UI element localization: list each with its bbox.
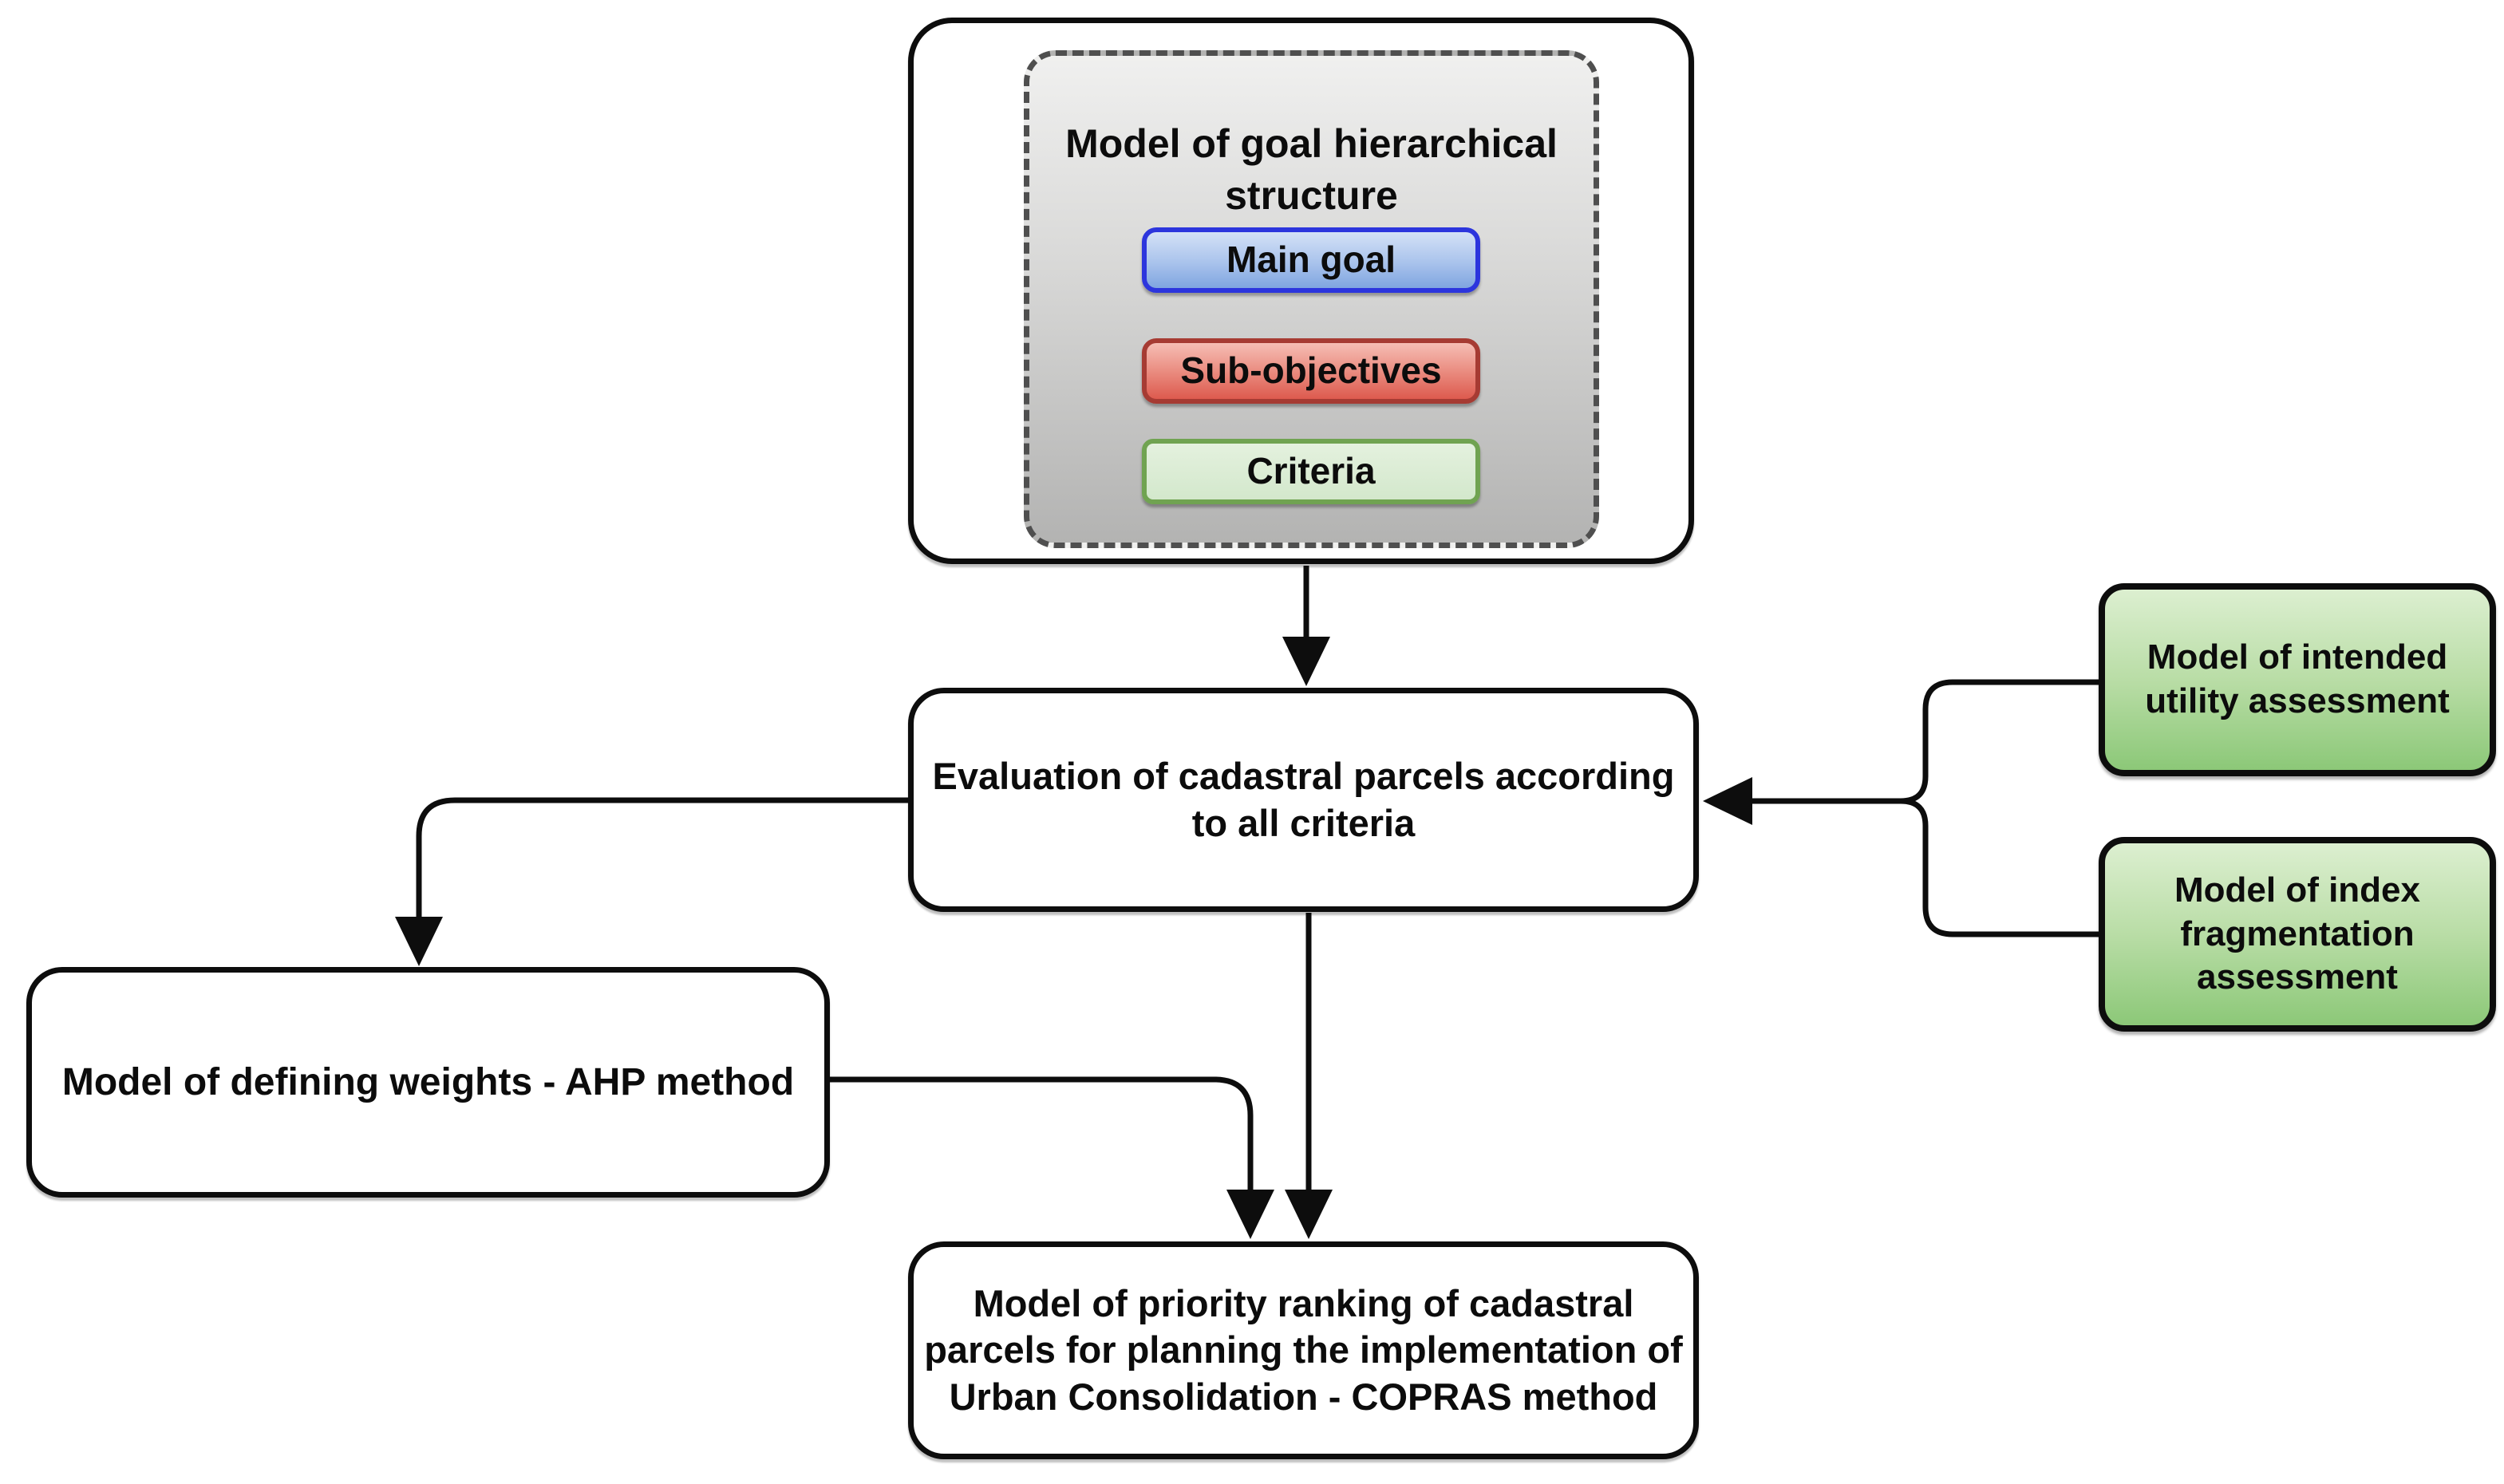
ahp-box: Model of defining weights - AHP method bbox=[26, 967, 830, 1198]
main-goal-box: Main goal bbox=[1142, 227, 1480, 293]
goal-hierarchy-panel: Model of goal hierarchical structure Mai… bbox=[1024, 50, 1599, 548]
fragmentation-assessment-box: Model of index fragmentation assessment bbox=[2099, 837, 2496, 1032]
utility-assessment-label: Model of intended utility assessment bbox=[2145, 637, 2450, 720]
bracket-utility-connector bbox=[1900, 679, 2100, 804]
goal-hierarchy-title: Model of goal hierarchical structure bbox=[1065, 121, 1558, 218]
criteria-box: Criteria bbox=[1142, 439, 1480, 504]
main-goal-label: Main goal bbox=[1226, 239, 1396, 281]
arrow-evaluation-to-ahp bbox=[395, 797, 908, 966]
evaluation-label: Evaluation of cadastral parcels accordin… bbox=[932, 755, 1675, 844]
bracket-fragmentation-connector bbox=[1900, 798, 2100, 937]
evaluation-box: Evaluation of cadastral parcels accordin… bbox=[908, 688, 1699, 912]
criteria-label: Criteria bbox=[1246, 450, 1376, 492]
sub-objectives-box: Sub-objectives bbox=[1142, 338, 1480, 404]
copras-box: Model of priority ranking of cadastral p… bbox=[908, 1241, 1699, 1459]
fragmentation-assessment-label: Model of index fragmentation assessment bbox=[2174, 870, 2420, 997]
ahp-label: Model of defining weights - AHP method bbox=[61, 1060, 795, 1103]
arrow-ahp-to-copras bbox=[830, 1076, 1274, 1239]
sub-objectives-label: Sub-objectives bbox=[1180, 349, 1442, 392]
arrow-goal-to-evaluation bbox=[1282, 566, 1330, 686]
arrow-assessments-to-evaluation bbox=[1703, 777, 1901, 825]
utility-assessment-box: Model of intended utility assessment bbox=[2099, 583, 2496, 776]
copras-label: Model of priority ranking of cadastral p… bbox=[924, 1282, 1683, 1418]
arrow-evaluation-to-copras bbox=[1285, 913, 1333, 1239]
goal-hierarchy-container: Model of goal hierarchical structure Mai… bbox=[908, 18, 1694, 564]
